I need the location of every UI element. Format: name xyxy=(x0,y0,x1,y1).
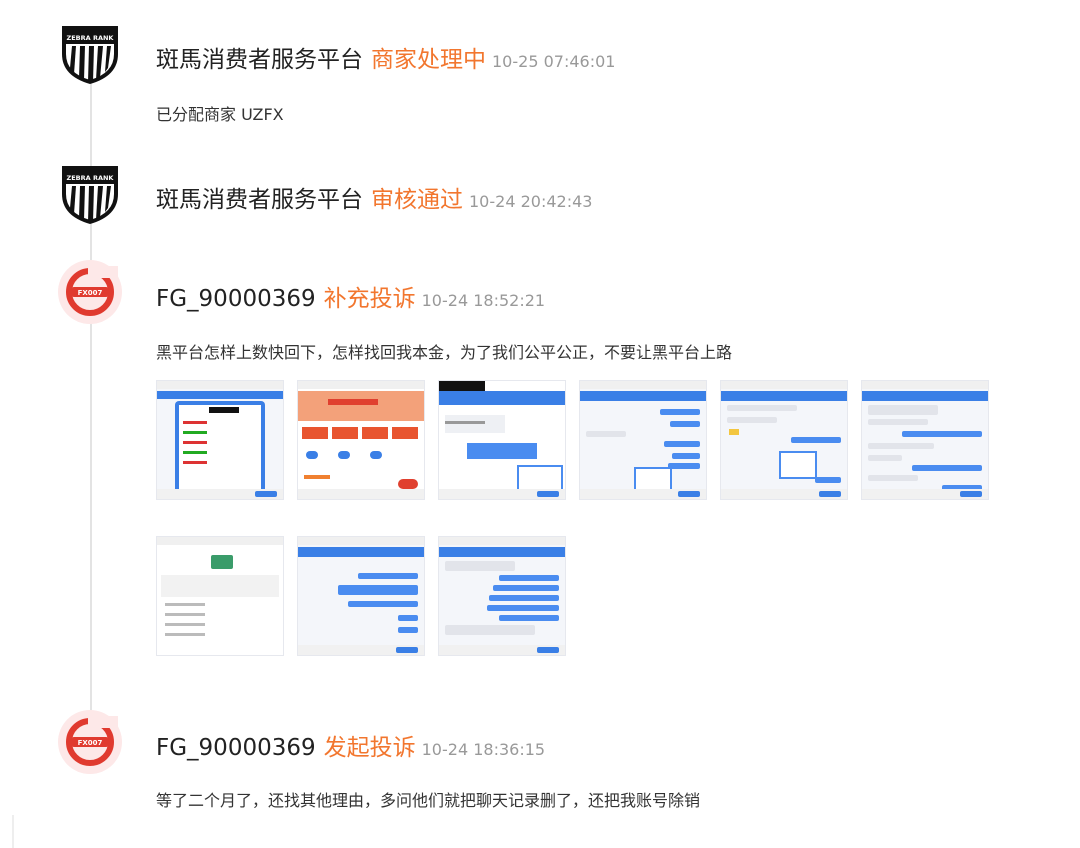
timestamp: 10-24 20:42:43 xyxy=(469,192,593,211)
attachment-thumbnail[interactable] xyxy=(579,380,707,500)
timestamp: 10-24 18:52:21 xyxy=(421,291,546,310)
status-label: 发起投诉 xyxy=(323,735,416,761)
fx007-logo-icon: FX007 xyxy=(58,260,122,324)
status-label: 审核通过 xyxy=(371,187,463,213)
entry-body: 黑平台怎样上数快回下，怎样找回我本金，为了我们公平公正，不要让黑平台上路 xyxy=(156,343,733,362)
timestamp: 10-24 18:36:15 xyxy=(421,740,546,759)
attachment-thumbnail[interactable] xyxy=(297,536,425,656)
author-name: FG_90000369 xyxy=(156,286,316,312)
entry-body: 等了二个月了，还找其他理由，多问他们就把聊天记录删了，还把我账号除销 xyxy=(156,791,701,810)
attachment-thumbnail[interactable] xyxy=(156,536,284,656)
attachment-thumbnail[interactable] xyxy=(156,380,284,500)
attachment-thumbnail[interactable] xyxy=(297,380,425,500)
svg-text:FX007: FX007 xyxy=(78,739,103,747)
left-edge-rule xyxy=(12,815,14,848)
entry-header: 斑馬消费者服务平台 审核通过 10-24 20:42:43 xyxy=(156,180,592,214)
author-name: 斑馬消费者服务平台 xyxy=(156,187,363,213)
svg-text:FX007: FX007 xyxy=(78,289,103,297)
zebra-rank-shield-icon: ZEBRA RANK xyxy=(62,26,118,84)
entry-body: 已分配商家 UZFX xyxy=(156,105,284,124)
author-name: 斑馬消费者服务平台 xyxy=(156,47,363,73)
svg-text:ZEBRA RANK: ZEBRA RANK xyxy=(67,174,115,182)
attachment-thumbnail[interactable] xyxy=(861,380,989,500)
svg-text:ZEBRA RANK: ZEBRA RANK xyxy=(67,34,115,42)
entry-header: 斑馬消费者服务平台 商家处理中 10-25 07:46:01 xyxy=(156,40,615,74)
entry-header: FG_90000369 发起投诉 10-24 18:36:15 xyxy=(156,728,545,762)
attachment-thumbnail[interactable] xyxy=(438,380,566,500)
timeline-rail xyxy=(90,60,92,720)
status-label: 商家处理中 xyxy=(371,47,486,73)
entry-header: FG_90000369 补充投诉 10-24 18:52:21 xyxy=(156,279,545,313)
timestamp: 10-25 07:46:01 xyxy=(492,52,616,71)
author-name: FG_90000369 xyxy=(156,735,316,761)
status-label: 补充投诉 xyxy=(323,286,416,312)
attachment-thumbnail[interactable] xyxy=(438,536,566,656)
fx007-logo-icon: FX007 xyxy=(58,710,122,774)
attachment-thumbnail[interactable] xyxy=(720,380,848,500)
zebra-rank-shield-icon: ZEBRA RANK xyxy=(62,166,118,224)
